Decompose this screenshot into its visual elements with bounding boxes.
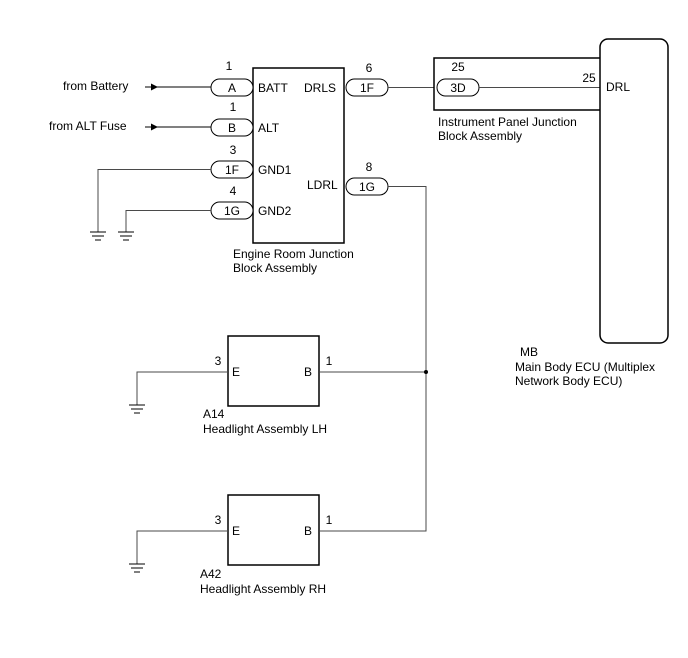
battery-arrow-icon [145,83,211,91]
ldrl-wire [320,186,427,532]
batt-pin-label: BATT [258,81,288,95]
lh-name: Headlight Assembly LH [203,422,327,436]
ecu-drl-pin-label: DRL [606,80,630,94]
rh-ground-wire [136,530,228,564]
drls-pin-label: DRLS [304,81,336,95]
rh-e-pin-label: E [232,524,240,538]
lh-ground-wire [136,371,228,405]
ldrl-connector-label: 1G [359,180,375,194]
engine-room-junction-block [252,67,345,244]
gnd2-pin-number: 4 [230,184,237,198]
alt-connector-label: B [228,121,236,135]
alt-connector [210,118,254,137]
lh-code: A14 [203,407,225,421]
rh-e-pin-number: 3 [215,513,222,527]
rh-code: A42 [200,567,222,581]
gnd2-wire [125,210,211,232]
ip-in-pin-number: 25 [451,60,465,74]
gnd2-pin-label: GND2 [258,204,292,218]
ecu-code: MB [520,345,538,359]
batt-connector [210,78,254,97]
batt-connector-label: A [228,81,236,95]
ldrl-pin-number: 8 [366,160,373,174]
drls-connector-label: 1F [360,81,374,95]
from-battery-label: from Battery [63,79,128,93]
ip-3d-connector-label: 3D [450,81,466,95]
ldrl-pin-label: LDRL [307,178,338,192]
ip-out-pin-number: 25 [582,71,596,85]
ground-icon [90,231,106,241]
lh-b-pin-number: 1 [326,354,333,368]
alt-fuse-arrow-icon [145,123,211,131]
headlight-rh-box [227,494,320,566]
junction-dot [424,370,428,374]
gnd1-pin-label: GND1 [258,163,292,177]
gnd1-wire [97,169,211,232]
headlight-lh-box [227,335,320,407]
lh-b-pin-label: B [304,365,312,379]
main-body-ecu [599,38,669,344]
gnd2-connector-label: 1G [224,204,240,218]
gnd1-connector-label: 1F [225,163,239,177]
batt-pin-number: 1 [226,59,233,73]
ecu-name-line2: Network Body ECU) [515,374,622,388]
alt-pin-number: 1 [230,100,237,114]
gnd1-pin-number: 3 [230,143,237,157]
engine-room-jb-name-line1: Engine Room Junction [233,247,354,261]
ground-icon [129,563,145,573]
ecu-name-line1: Main Body ECU (Multiplex [515,360,655,374]
rh-b-pin-number: 1 [326,513,333,527]
alt-pin-label: ALT [258,121,280,135]
ip-jb-name-line2: Block Assembly [438,129,522,143]
lh-e-pin-number: 3 [215,354,222,368]
drls-pin-number: 6 [366,61,373,75]
lh-e-pin-label: E [232,365,240,379]
ip-jb-name-line1: Instrument Panel Junction [438,115,577,129]
rh-b-pin-label: B [304,524,312,538]
rh-name: Headlight Assembly RH [200,582,326,596]
ground-icon [118,231,134,241]
ground-icon [129,404,145,414]
engine-room-jb-name-line2: Block Assembly [233,261,317,275]
from-alt-fuse-label: from ALT Fuse [49,119,127,133]
